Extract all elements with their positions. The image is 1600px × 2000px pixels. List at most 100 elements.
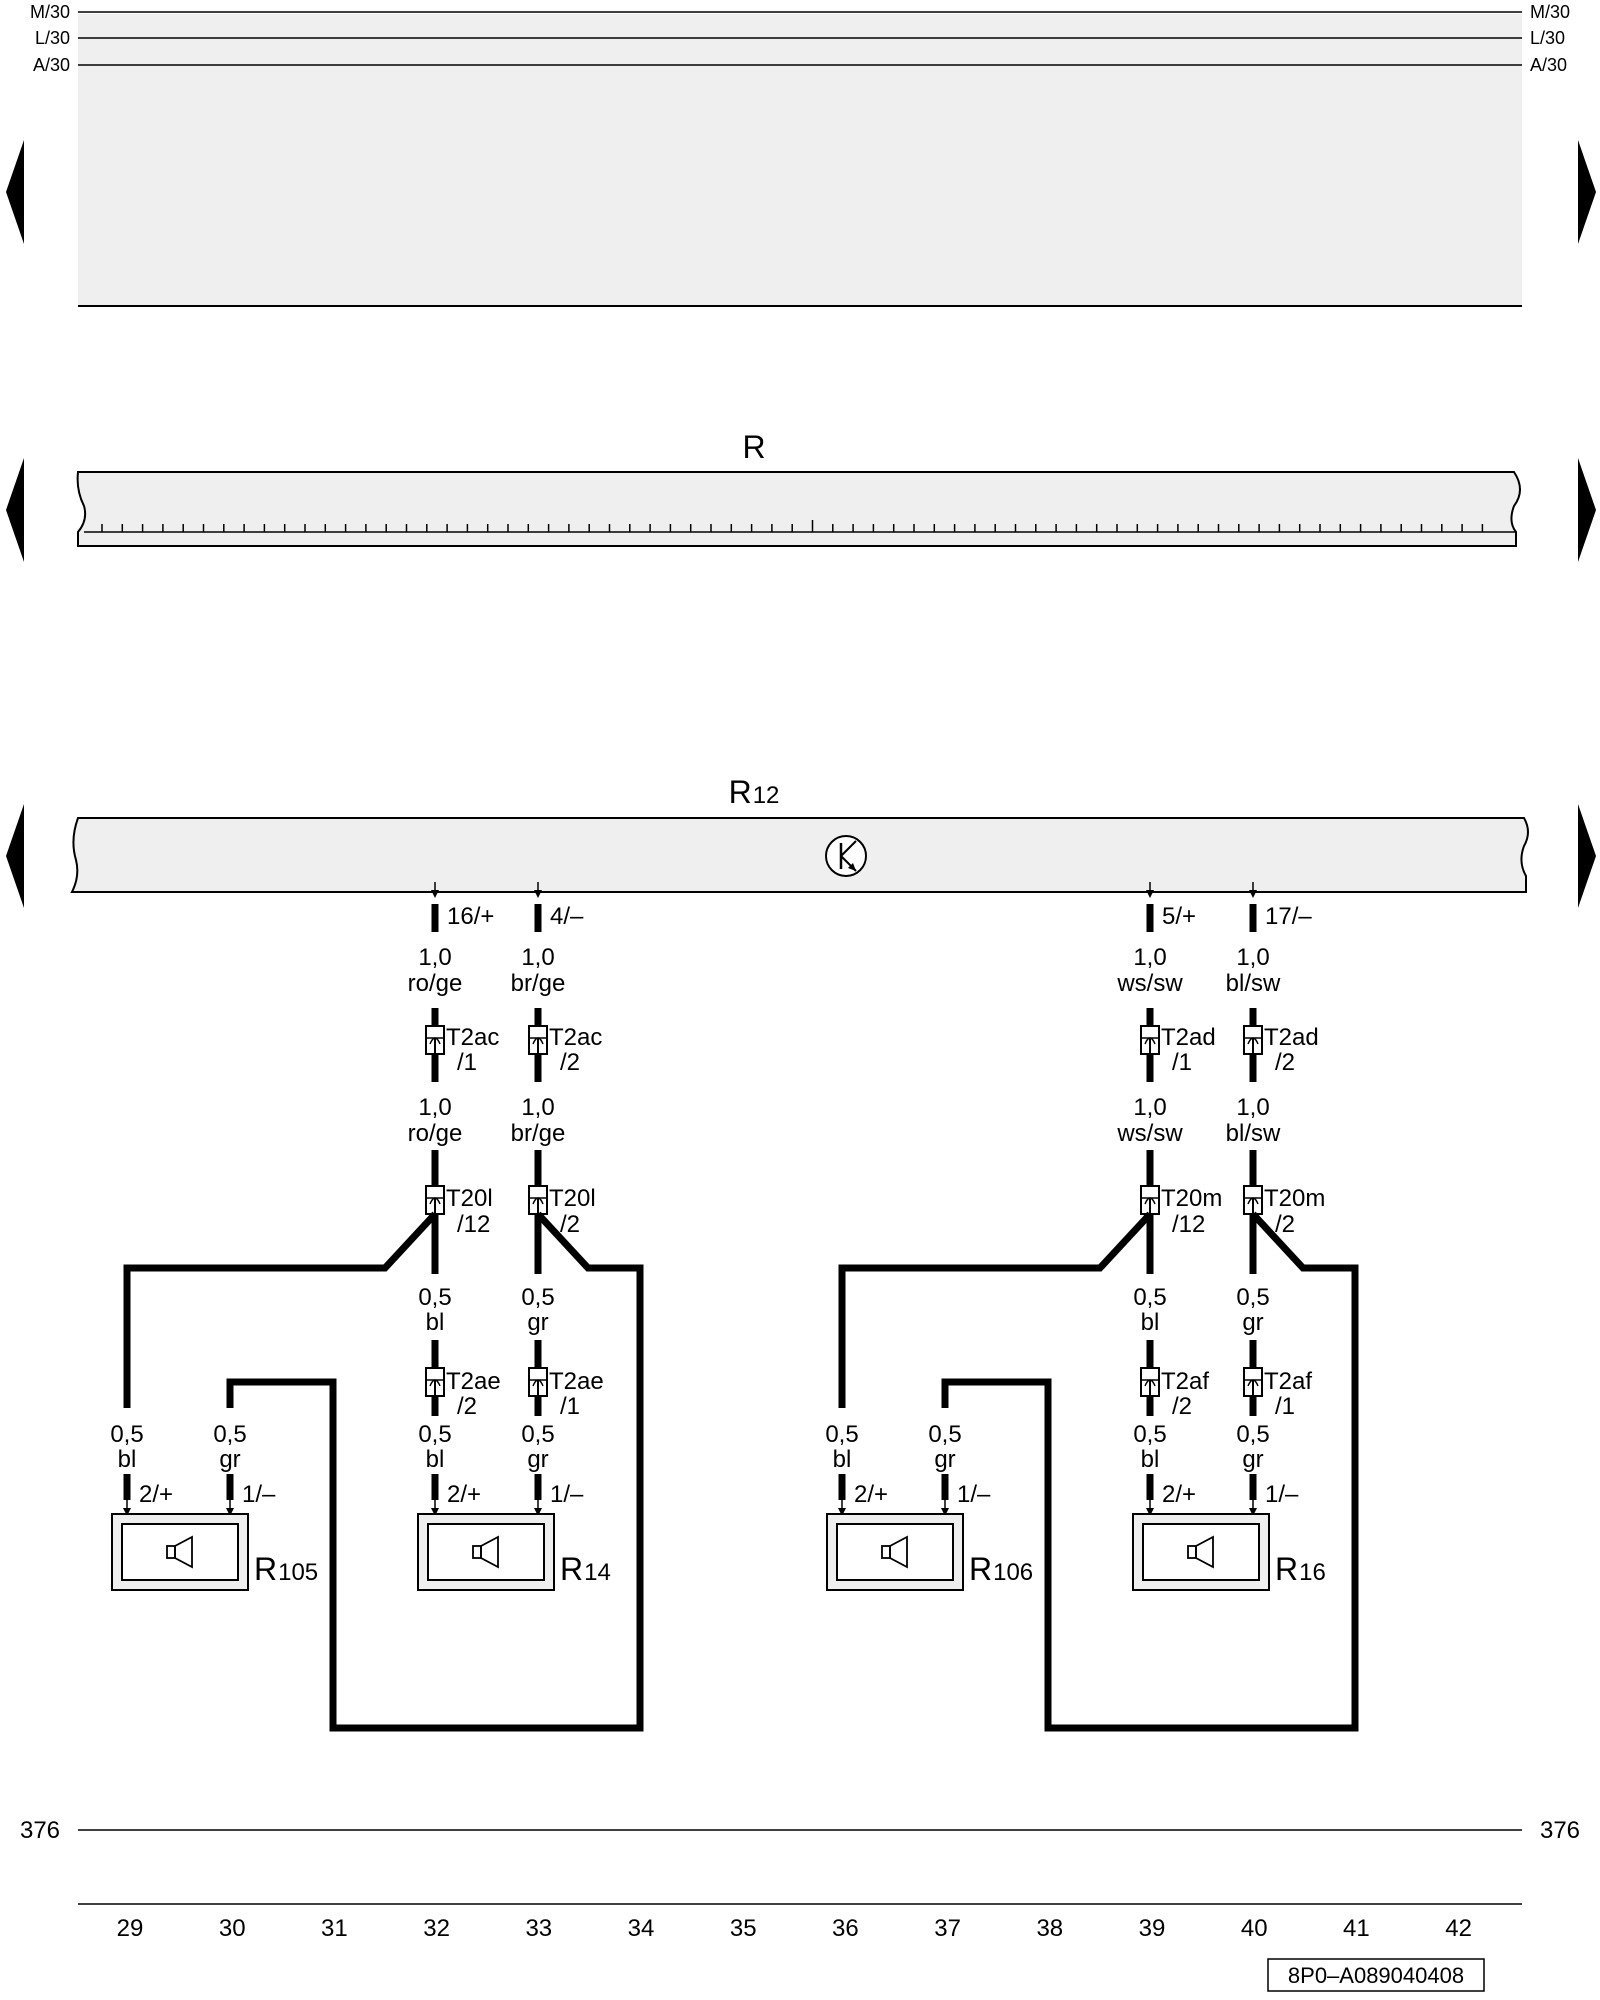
right-front-pair-plus-wire2-size: 1,0	[1133, 1094, 1166, 1121]
radio-tick-marks	[101, 520, 1484, 532]
footer-column-number: 35	[730, 1915, 757, 1942]
rail-label-right-a30: A/30	[1530, 55, 1567, 75]
left-front-pair-minus-connector-1	[528, 1025, 548, 1055]
footer-column-number: 29	[117, 1915, 144, 1942]
transistor-icon	[825, 835, 867, 877]
left-front-pair-plus-speaker-pin-label: 2/+	[447, 1481, 481, 1508]
left-front-pair-minus-connector-3-name: T2ae	[549, 1368, 604, 1395]
footer-column-number: 39	[1139, 1915, 1166, 1942]
left-front-pair-plus-wire2-size: 1,0	[418, 1094, 451, 1121]
right-front-pair-minus-connector-3	[1243, 1367, 1263, 1397]
right-front-pair-plus-connector-3-name: T2af	[1161, 1368, 1209, 1395]
radio-label: R	[742, 429, 765, 465]
left-front-pair-plus-wire4-size: 0,5	[418, 1421, 451, 1448]
right-front-pair-tweeter-minus-wire-size: 0,5	[928, 1421, 961, 1448]
right-front-pair-minus-connector-1	[1243, 1025, 1263, 1055]
right-front-pair-minus-connector-1-pin: /2	[1275, 1049, 1295, 1076]
loudspeaker-icon	[166, 1535, 193, 1569]
left-front-pair-plus-wire4-color: bl	[426, 1446, 445, 1473]
wiring-harness: 16/+1,0ro/geT2ac/11,0ro/geT20l/120,5blT2…	[110, 882, 1359, 1732]
loudspeaker-icon	[881, 1535, 908, 1569]
prev-page-arrow-icon-amplifier[interactable]	[6, 804, 24, 908]
speaker-label: R106	[969, 1551, 1033, 1587]
right-front-pair-minus-connector-2	[1243, 1185, 1263, 1215]
right-front-pair-plus-connector-2-name: T20m	[1161, 1185, 1222, 1212]
right-front-pair-tweeter-plus-wire-size: 0,5	[825, 1421, 858, 1448]
rail-label-left-m30: M/30	[30, 2, 70, 22]
right-front-pair-plus-wire4-color: bl	[1141, 1446, 1160, 1473]
right-front-pair-plus-connector-1-pin: /1	[1172, 1049, 1192, 1076]
left-front-pair-minus-speaker-pin-arrow	[534, 1500, 542, 1516]
right-front-pair-plus-wire1-color: ws/sw	[1116, 970, 1183, 997]
right-front-pair-speaker: R16	[1132, 1513, 1326, 1591]
radio-component: R	[76, 429, 1521, 547]
right-front-pair-plus-wire3-size: 0,5	[1133, 1284, 1166, 1311]
left-front-pair-plus-wire3-color: bl	[426, 1309, 445, 1336]
left-front-pair-minus-connector-1-name: T2ac	[549, 1024, 602, 1051]
amplifier-label: R12	[729, 774, 780, 810]
left-front-pair-plus-wire3-size: 0,5	[418, 1284, 451, 1311]
right-front-pair-plus-pin-arrow	[1146, 882, 1154, 898]
left-front-pair-speaker: R14	[417, 1513, 611, 1591]
right-front-pair-plus-connector-3-pin: /2	[1172, 1393, 1192, 1420]
left-front-pair-tweeter-minus-wire-size: 0,5	[213, 1421, 246, 1448]
left-front-pair-plus-pin-arrow	[431, 882, 439, 898]
left-front-pair-minus-wire4-color: gr	[527, 1446, 548, 1473]
right-front-pair-minus-wire2-color: bl/sw	[1226, 1120, 1281, 1147]
prev-page-arrow-icon-radio[interactable]	[6, 458, 24, 562]
left-front-pair-tweeter-plus-pin-label: 2/+	[139, 1481, 173, 1508]
reference-label-right: 376	[1540, 1817, 1580, 1844]
right-front-pair-minus-connector-3-pin: /1	[1275, 1393, 1295, 1420]
footer-column-number: 34	[628, 1915, 655, 1942]
right-front-pair-minus-connector-3-name: T2af	[1264, 1368, 1312, 1395]
left-front-pair-minus-wire4-size: 0,5	[521, 1421, 554, 1448]
footer-column-number: 33	[525, 1915, 552, 1942]
reference-line-376: 376 376	[20, 1817, 1580, 1844]
right-front-pair-plus-connector-3	[1140, 1367, 1160, 1397]
right-front-pair-tweeter-plus-wire	[838, 1211, 1153, 1408]
left-front-pair-minus-connector-2	[528, 1185, 548, 1215]
right-front-pair-plus-wire2-color: ws/sw	[1116, 1120, 1183, 1147]
footer-column-number: 31	[321, 1915, 348, 1942]
next-page-arrow-icon-radio[interactable]	[1578, 458, 1596, 562]
left-front-pair-minus-connector-2-name: T20l	[549, 1185, 596, 1212]
next-page-arrow-icon[interactable]	[1578, 140, 1596, 244]
left-front-pair-tweeter-plus-wire-size: 0,5	[110, 1421, 143, 1448]
left-front-pair-tweeter: R105	[111, 1513, 318, 1591]
left-front-pair-plus-connector-3	[425, 1367, 445, 1397]
right-front-pair-minus-speaker-pin-arrow	[1249, 1500, 1257, 1516]
left-front-pair-tweeter-plus-wire	[123, 1211, 438, 1408]
rail-label-right-l30: L/30	[1530, 28, 1565, 48]
prev-page-arrow-icon[interactable]	[6, 140, 24, 244]
right-front-pair-tweeter-minus-wire-color: gr	[934, 1446, 955, 1473]
rail-background	[78, 14, 1522, 306]
right-front-pair-tweeter-plus-pin-arrow	[838, 1500, 846, 1516]
left-front-pair-minus-wire1-color: br/ge	[511, 970, 566, 997]
left-front-pair-minus-connector-1-pin: /2	[560, 1049, 580, 1076]
right-front-pair-plus-wire3-color: bl	[1141, 1309, 1160, 1336]
loudspeaker-icon	[1187, 1535, 1214, 1569]
left-front-pair-plus-connector-3-pin: /2	[457, 1393, 477, 1420]
left-front-pair-plus-connector-3-name: T2ae	[446, 1368, 501, 1395]
right-front-pair-minus-wire2-size: 1,0	[1236, 1094, 1269, 1121]
footer-column-number: 40	[1241, 1915, 1268, 1942]
right-front-pair-plus-connector-1	[1140, 1025, 1160, 1055]
right-front-pair-plus-connector-1-name: T2ad	[1161, 1024, 1216, 1051]
right-front-pair-minus-wire4-size: 0,5	[1236, 1421, 1269, 1448]
left-front-pair-tweeter-minus-pin-arrow	[226, 1500, 234, 1516]
speaker-label: R105	[254, 1551, 318, 1587]
right-front-pair-minus-connector-2-name: T20m	[1264, 1185, 1325, 1212]
amplifier-housing	[70, 817, 1529, 893]
left-front-pair-plus-wire1-size: 1,0	[418, 944, 451, 971]
footer-column-number: 38	[1036, 1915, 1063, 1942]
right-front-pair-minus-wire3-color: gr	[1242, 1309, 1263, 1336]
right-front-pair-minus-wire1-color: bl/sw	[1226, 970, 1281, 997]
next-page-arrow-icon-amplifier[interactable]	[1578, 804, 1596, 908]
footer-column-number: 30	[219, 1915, 246, 1942]
left-front-pair-plus-connector-1-pin: /1	[457, 1049, 477, 1076]
left-front-pair-minus-wire1-size: 1,0	[521, 944, 554, 971]
left-front-pair-plus-connector-1-name: T2ac	[446, 1024, 499, 1051]
